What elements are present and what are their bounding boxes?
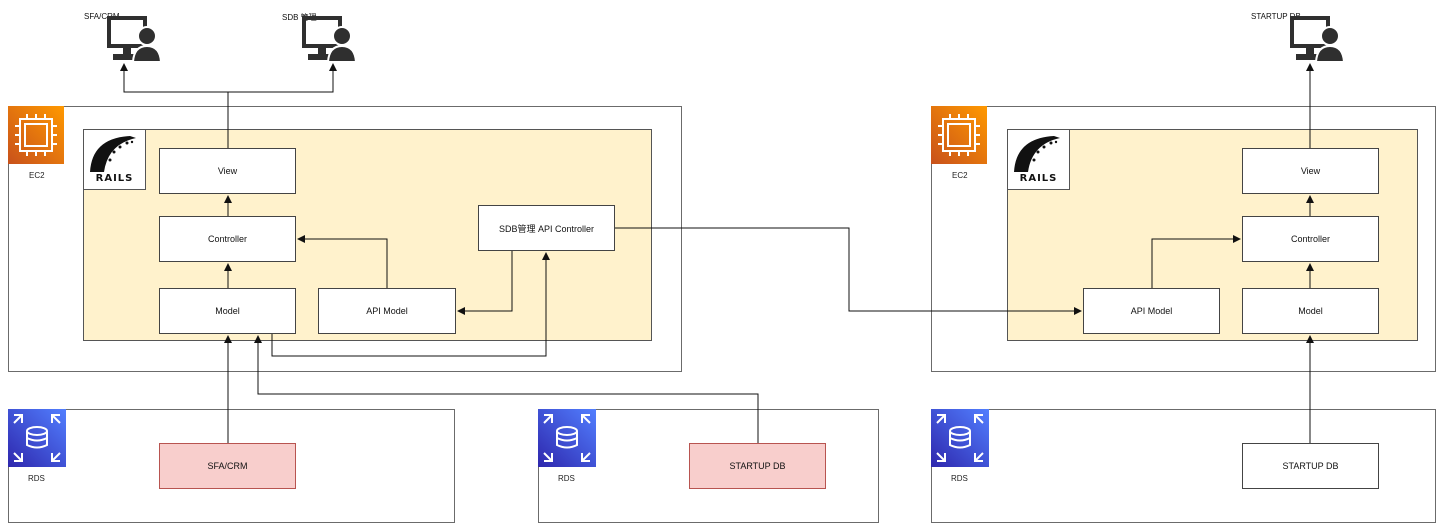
connector-startup-db-to-model [254,335,759,443]
controller-box[interactable]: Controller [1242,216,1379,262]
user-at-monitor-icon [1290,16,1344,62]
ec2-label: EC2 [952,171,968,180]
ec2-icon [931,106,987,164]
startup-db-database[interactable]: STARTUP DB [689,443,826,489]
user-label-startup-db: STARTUP DB [1251,12,1301,21]
api-controller-box[interactable]: SDB管理 API Controller [478,205,615,251]
view-box[interactable]: View [159,148,296,194]
rds-label: RDS [951,474,968,483]
rails-logo-text: RAILS [1019,173,1058,184]
user-label-sfa-crm: SFA/CRM [84,12,120,21]
user-at-monitor-icon [107,16,161,62]
rds-database-icon [538,409,596,467]
connector-remote-api-model-to-controller [1151,235,1241,288]
controller-box[interactable]: Controller [159,216,296,262]
rds-label: RDS [558,474,575,483]
rds-database-icon [8,409,66,467]
startup-db-database-right[interactable]: STARTUP DB [1242,443,1379,489]
user-at-monitor-icon [302,16,356,62]
connector-to-sdb-user [228,63,337,93]
rds-database-icon [931,409,989,467]
rails-logo-text: RAILS [95,173,134,184]
sfa-crm-database[interactable]: SFA/CRM [159,443,296,489]
view-box[interactable]: View [1242,148,1379,194]
rails-logo: RAILS [1008,130,1070,190]
rails-logo: RAILS [84,130,146,190]
rails-train-icon [1014,136,1060,172]
ec2-icon [8,106,64,164]
model-box[interactable]: Model [159,288,296,334]
connector-api-model-to-controller [297,235,388,288]
connector-api-controller-to-remote-api-model [615,227,1082,315]
user-label-sdb-admin: SDB 管理 [282,13,317,22]
connector-model-to-api-controller [271,252,550,357]
rds-label: RDS [28,474,45,483]
connector-to-sfa-user [120,63,228,93]
connector-api-controller-to-api-model [457,251,513,315]
api-model-box[interactable]: API Model [318,288,456,334]
rails-train-icon [90,136,136,172]
api-model-box[interactable]: API Model [1083,288,1220,334]
ec2-label: EC2 [29,171,45,180]
model-box[interactable]: Model [1242,288,1379,334]
